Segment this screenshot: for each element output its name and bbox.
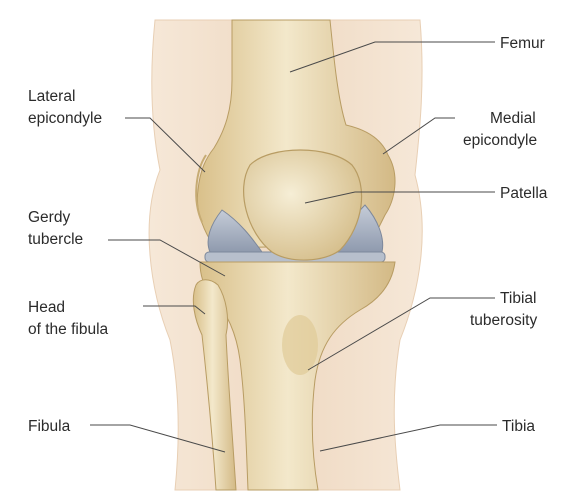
label-lateral-epicondyle: Lateral epicondyle (28, 88, 102, 127)
label-femur: Femur (500, 35, 545, 52)
label-line: Lateral (28, 88, 75, 105)
label-head-of-fibula: Head of the fibula (28, 299, 109, 338)
label-tibia: Tibia (502, 418, 535, 435)
label-tibial-tuberosity: Tibial tuberosity (470, 290, 541, 329)
label-patella: Patella (500, 185, 548, 202)
label-line: tubercle (28, 231, 83, 248)
label-line: Gerdy (28, 209, 70, 226)
label-line: Tibial (500, 290, 536, 307)
label-line: Head (28, 299, 65, 316)
label-line: epicondyle (463, 132, 537, 149)
label-line: tuberosity (470, 312, 537, 329)
label-line: Medial (490, 110, 536, 127)
label-medial-epicondyle: Medial epicondyle (463, 110, 540, 149)
label-line: of the fibula (28, 321, 109, 338)
label-line: epicondyle (28, 110, 102, 127)
label-gerdy-tubercle: Gerdy tubercle (28, 209, 83, 248)
label-fibula: Fibula (28, 418, 71, 435)
